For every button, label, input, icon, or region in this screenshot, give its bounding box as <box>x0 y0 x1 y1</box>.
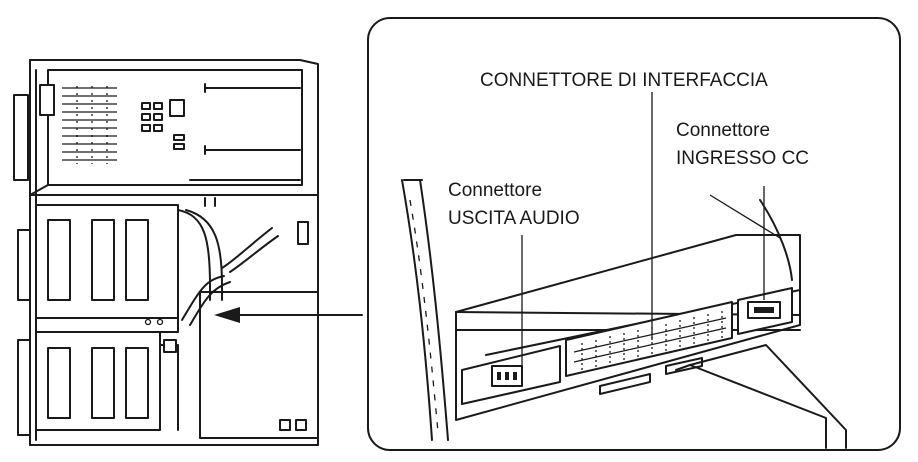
dc-in-label-line1: Connettore <box>676 120 770 141</box>
leader-lines <box>521 92 781 370</box>
callout-panel <box>367 17 901 451</box>
pointer-arrow <box>214 307 363 323</box>
drive-cage-lower <box>35 331 179 431</box>
dc-in-label-line2: INGRESSO CC <box>676 148 809 169</box>
audio-out-label-line2: USCITA AUDIO <box>448 208 580 229</box>
optical-drive-bay <box>199 291 319 439</box>
interface-connector-label: CONNETTORE DI INTERFACCIA <box>480 70 768 91</box>
dc-in-port <box>737 287 793 335</box>
internal-cables <box>177 197 309 326</box>
audio-out-port <box>461 345 561 405</box>
audio-out-label-line1: Connettore <box>448 180 542 201</box>
drive-cage-upper <box>35 204 179 319</box>
top-drive-bay <box>29 69 319 196</box>
computer-chassis <box>13 59 319 446</box>
drive-rear-illustration <box>401 179 847 449</box>
